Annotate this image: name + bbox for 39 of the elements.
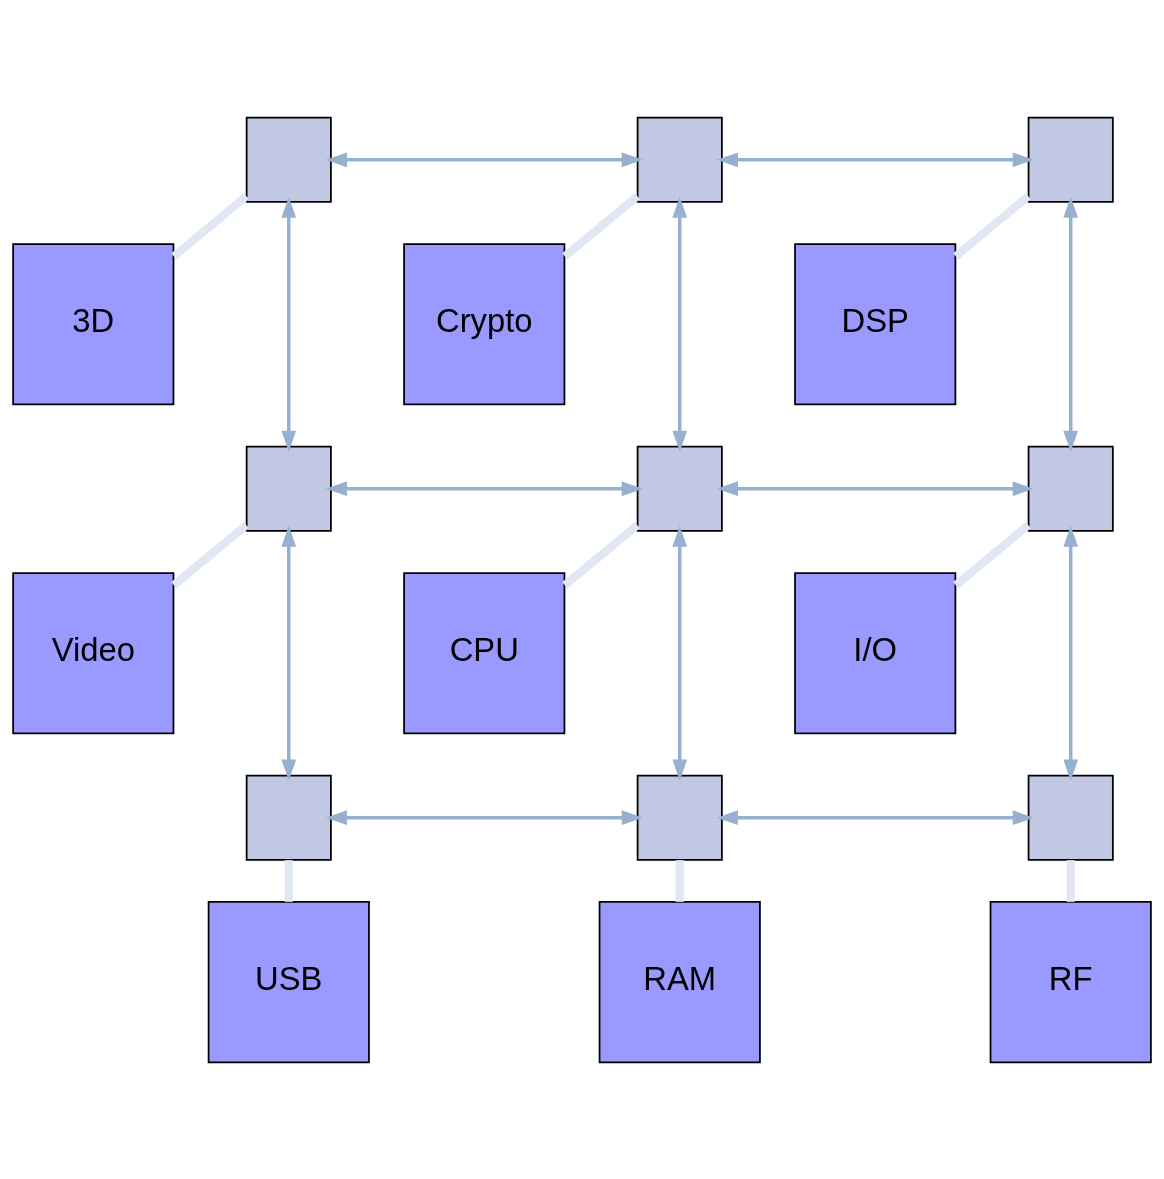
connector (953, 192, 1031, 259)
node-box: RF (989, 900, 1152, 1063)
connector (675, 859, 684, 902)
arrow (672, 525, 688, 781)
connector (562, 521, 640, 588)
node-box: CPU (403, 571, 566, 734)
node-box: 3D (12, 242, 175, 405)
arrow (325, 809, 643, 825)
arrow (716, 480, 1034, 496)
node-box: I/O (794, 571, 957, 734)
node-box (1027, 445, 1114, 532)
arrow (325, 480, 643, 496)
connector (284, 859, 293, 902)
node-box: Crypto (403, 242, 566, 405)
arrow (325, 151, 643, 167)
connector (171, 521, 249, 588)
node-box (636, 116, 723, 203)
arrow (672, 196, 688, 452)
node-box (1027, 774, 1114, 861)
arrow (1063, 525, 1079, 781)
arrow (716, 151, 1034, 167)
node-box (636, 774, 723, 861)
node-box: RAM (598, 900, 761, 1063)
node-box (636, 445, 723, 532)
node-box: USB (207, 900, 370, 1063)
connector (171, 192, 249, 259)
node-box: DSP (794, 242, 957, 405)
node-box (245, 774, 332, 861)
connector (562, 192, 640, 259)
arrow (281, 196, 297, 452)
node-box: Video (12, 571, 175, 734)
node-box (245, 445, 332, 532)
arrow (1063, 196, 1079, 452)
connector (1066, 859, 1075, 902)
arrow (716, 809, 1034, 825)
arrow (281, 525, 297, 781)
node-box (1027, 116, 1114, 203)
node-box (245, 116, 332, 203)
connector (953, 521, 1031, 588)
